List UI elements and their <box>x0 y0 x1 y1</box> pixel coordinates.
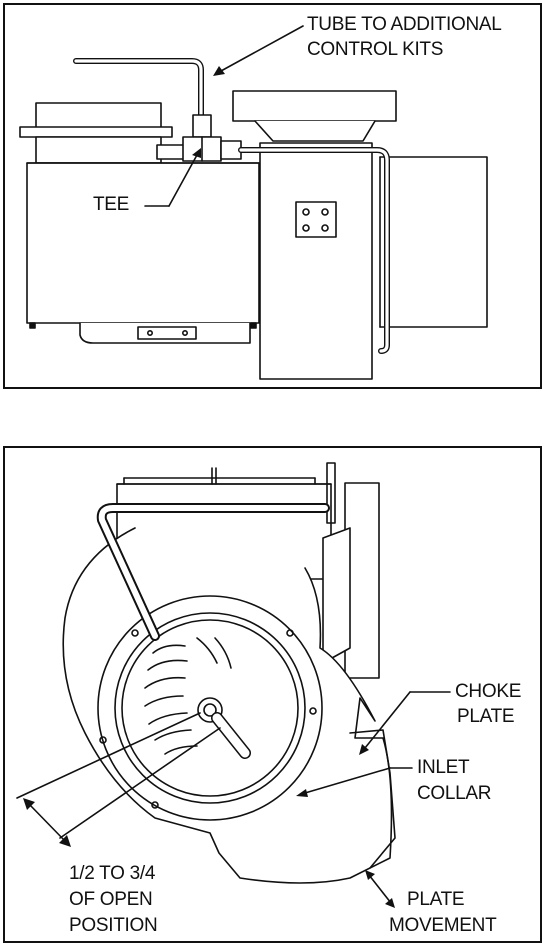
motor-cylinder <box>379 156 488 328</box>
label-plate-line2: MOVEMENT <box>389 915 497 936</box>
label-open-line2: OF OPEN <box>69 889 153 910</box>
dimension-ext-line-1 <box>16 712 201 799</box>
label-open-line1: 1/2 TO 3/4 <box>69 863 156 884</box>
hopper-top <box>232 90 397 122</box>
label-open-line3: POSITION <box>69 915 158 936</box>
label-choke-line1: CHOKE <box>455 681 522 702</box>
choke-plate <box>349 729 396 869</box>
tee-fitting <box>192 114 212 138</box>
dimension-ext-line-2 <box>59 727 221 839</box>
mounting-plate <box>295 201 337 238</box>
left-housing <box>26 162 260 324</box>
blower-wheel <box>144 637 232 755</box>
cap-body <box>35 136 162 164</box>
label-inlet-line1: INLET <box>417 757 470 778</box>
top-figure-panel: TUBE TO ADDITIONAL CONTROL KITS TEE <box>3 3 542 389</box>
cap-top <box>35 102 162 130</box>
label-tee: TEE <box>93 194 130 215</box>
label-choke-line2: PLATE <box>457 706 515 727</box>
bottom-figure-panel: CHOKE PLATE INLET COLLAR 1/2 TO 3/4 OF O… <box>3 446 542 943</box>
dimension-arrow-line <box>28 803 66 842</box>
label-plate-line1: PLATE <box>407 889 465 910</box>
plate-movement-arrow <box>368 874 392 904</box>
label-tube-line1: TUBE TO ADDITIONAL <box>307 14 502 35</box>
blower-choke-plate-drawing <box>16 462 451 908</box>
right-housing <box>259 142 373 380</box>
label-inlet-line2: COLLAR <box>417 783 492 804</box>
label-tube-line2: CONTROL KITS <box>307 39 444 60</box>
tube-leader-line <box>220 25 304 72</box>
cap-rim <box>19 126 173 138</box>
hopper-funnel <box>254 120 376 142</box>
tee-assembly-drawing <box>19 25 488 380</box>
